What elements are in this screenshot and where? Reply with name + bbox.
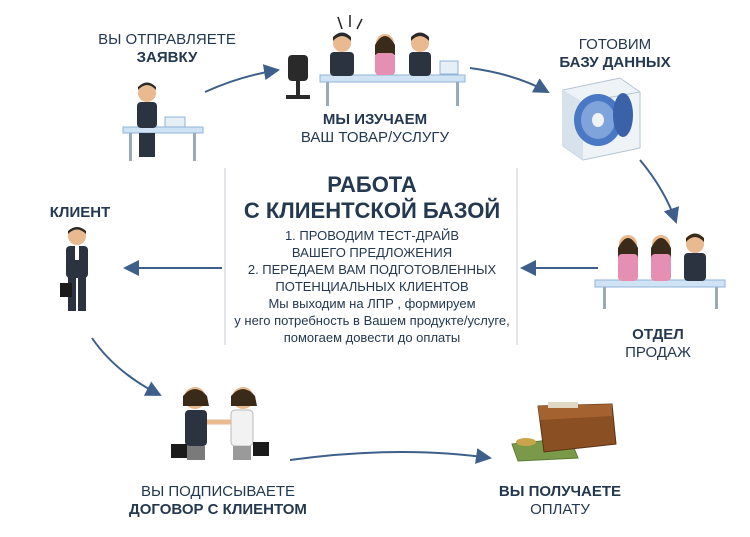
payment-line1: ВЫ ПОЛУЧАЕТЕ: [498, 483, 622, 500]
center-line-1: 1. ПРОВОДИМ ТЕСТ-ДРАЙВ: [284, 228, 460, 243]
person-at-desk-icon: [122, 82, 204, 161]
arrow-contract-to-payment: [289, 448, 492, 464]
payment-line2: ОПЛАТУ: [530, 501, 590, 518]
study-line2: ВАШ ТОВАР/УСЛУГУ: [300, 129, 450, 146]
step-database-label: ГОТОВИМ БАЗУ ДАННЫХ: [540, 36, 690, 72]
center-line-5: Мы выходим на ЛПР , формируем: [268, 296, 476, 311]
center-block: РАБОТА С КЛИЕНТСКОЙ БАЗОЙ 1. ПРОВОДИМ ТЕ…: [232, 172, 512, 346]
contract-line2: ДОГОВОР С КЛИЕНТОМ: [129, 501, 307, 518]
center-title-line1: РАБОТА: [327, 172, 417, 197]
sales-line2: ПРОДАЖ: [625, 344, 691, 361]
team-at-desk-icon: [286, 15, 466, 106]
database-line2: БАЗУ ДАННЫХ: [559, 54, 671, 71]
database-disc-icon: [562, 77, 641, 161]
step-contract-label: ВЫ ПОДПИСЫВАЕТЕ ДОГОВОР С КЛИЕНТОМ: [118, 483, 318, 519]
study-line1: МЫ ИЗУЧАЕМ: [322, 111, 428, 128]
sales-team-icon: [594, 233, 726, 309]
client-line1: КЛИЕНТ: [49, 204, 111, 221]
step-request-label: ВЫ ОТПРАВЛЯЕТЕ ЗАЯВКУ: [82, 31, 252, 67]
center-line-4: ПОТЕНЦИАЛЬНЫХ КЛИЕНТОВ: [275, 279, 469, 294]
arrow-database-to-sales: [639, 159, 680, 224]
request-line2: ЗАЯВКУ: [136, 49, 198, 66]
request-line1: ВЫ ОТПРАВЛЯЕТЕ: [98, 31, 236, 48]
client-person-icon: [60, 227, 88, 311]
arrow-study-to-database: [469, 67, 550, 93]
center-line-7: помогаем довести до оплаты: [283, 330, 461, 345]
step-client-label: КЛИЕНТ: [30, 204, 130, 222]
center-line-2: ВАШЕГО ПРЕДЛОЖЕНИЯ: [291, 245, 453, 260]
center-title-line2: С КЛИЕНТСКОЙ БАЗОЙ: [243, 198, 501, 223]
center-line-6: у него потребность в Вашем продукте/услу…: [234, 313, 510, 328]
step-study-label: МЫ ИЗУЧАЕМ ВАШ ТОВАР/УСЛУГУ: [285, 111, 465, 147]
contract-line1: ВЫ ПОДПИСЫВАЕТЕ: [140, 483, 296, 500]
center-line-3: 2. ПЕРЕДАЕМ ВАМ ПОДГОТОВЛЕННЫХ: [247, 262, 497, 277]
arrow-request-to-study: [204, 64, 280, 93]
wallet-money-icon: [511, 402, 617, 462]
handshake-icon: [171, 387, 269, 460]
arrow-client-to-contract: [91, 337, 162, 396]
step-sales-label: ОТДЕЛ ПРОДАЖ: [598, 326, 718, 362]
step-payment-label: ВЫ ПОЛУЧАЕТЕ ОПЛАТУ: [480, 483, 640, 519]
database-line1: ГОТОВИМ: [578, 36, 652, 53]
sales-line1: ОТДЕЛ: [632, 326, 684, 343]
